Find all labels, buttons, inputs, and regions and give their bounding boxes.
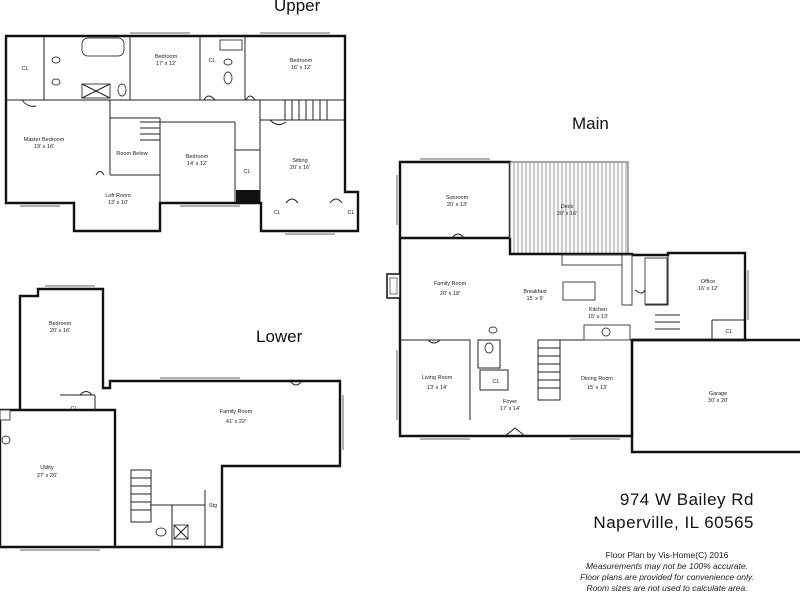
address-line-2: Naperville, IL 60565 <box>593 513 754 532</box>
main-floor-plan: Main <box>386 114 800 454</box>
upper-cl-sit-right: CL <box>347 210 354 216</box>
credits-line-4: Room sizes are not used to calculate are… <box>586 583 748 593</box>
upper-cl-sit-left: CL <box>273 210 280 216</box>
upper-floor-plan: Upper <box>4 0 360 235</box>
lower-utility-label: Utility <box>40 465 54 471</box>
upper-cl-small: CL <box>243 169 250 175</box>
upper-floor-label: Upper <box>274 0 321 15</box>
main-family-label: Family Room <box>434 281 467 287</box>
lower-family-dim: 41' x 22' <box>226 419 246 425</box>
credits-line-1: Floor Plan by Vis-Home(C) 2016 <box>605 550 729 560</box>
main-cl-foyer: CL <box>492 379 499 385</box>
upper-bedroom-mid-dim: 14' x 12' <box>187 161 207 167</box>
lower-cl: CL <box>70 406 77 412</box>
main-breakfast-dim: 15' x 9' <box>526 296 543 302</box>
upper-bedroom-top-label: Bedroom <box>155 54 178 60</box>
lower-bedroom-dim: 20' x 16' <box>50 328 70 334</box>
main-cl-office: CL <box>725 329 732 335</box>
lower-utility-dim: 27' x 20' <box>37 473 57 479</box>
upper-master-label: Master Bedroom <box>24 137 65 143</box>
main-office-label: Office <box>701 279 715 285</box>
upper-cl-mid: CL <box>208 58 215 64</box>
lower-family-label: Family Room <box>220 409 253 415</box>
main-dining-label: Dining Room <box>581 376 613 382</box>
main-sunroom-label: Sunroom <box>446 195 469 201</box>
main-kitchen-label: Kitchen <box>589 307 607 313</box>
upper-sitting-dim: 20' x 16' <box>290 165 310 171</box>
address-line-1: 974 W Bailey Rd <box>619 490 754 509</box>
upper-bedroom-top-dim: 17' x 12' <box>156 61 176 67</box>
main-deck-label: Deck <box>561 204 574 210</box>
lower-bedroom-label: Bedroom <box>49 321 72 327</box>
main-sunroom-dim: 20' x 13' <box>447 202 467 208</box>
upper-bedroom-mid-label: Bedroom <box>186 154 209 160</box>
upper-loft-dim: 13' x 10' <box>108 200 128 206</box>
main-living-dim: 13' x 14' <box>427 385 447 391</box>
lower-floor-plan: Lower Bedroom <box>0 285 344 551</box>
main-dining-dim: 15' x 13' <box>587 385 607 391</box>
upper-bedroom-right-label: Bedroom <box>290 58 313 64</box>
credits-line-2: Measurements may not be 100% accurate. <box>585 561 749 571</box>
main-garage-dim: 30' x 20' <box>708 398 728 404</box>
upper-room-below-label: Room Below <box>116 151 147 157</box>
main-deck-dim: 20' x 16' <box>557 211 577 217</box>
main-living-label: Living Room <box>422 375 453 381</box>
main-kitchen-dim: 15' x 13' <box>588 314 608 320</box>
upper-master-dim: 19' x 16' <box>34 144 54 150</box>
main-garage-label: Garage <box>709 391 727 397</box>
main-breakfast-label: Breakfast <box>523 289 547 295</box>
main-foyer-dim: 17' x 14' <box>500 406 520 412</box>
main-office-dim: 16' x 12' <box>698 286 718 292</box>
upper-bedroom-right-dim: 16' x 12' <box>291 65 311 71</box>
main-floor-label: Main <box>572 114 609 133</box>
main-foyer-label: Foyer <box>503 399 517 405</box>
upper-cl-left: CL <box>21 66 28 72</box>
lower-floor-label: Lower <box>256 327 303 346</box>
credits-line-3: Floor plans are provided for convenience… <box>580 572 754 582</box>
lower-stg: Stg <box>209 503 217 509</box>
deck-hatch <box>509 161 629 255</box>
main-family-dim: 20' x 18' <box>440 291 460 297</box>
upper-sitting-label: Sitting <box>292 158 307 164</box>
upper-loft-label: Loft Room <box>105 193 131 199</box>
